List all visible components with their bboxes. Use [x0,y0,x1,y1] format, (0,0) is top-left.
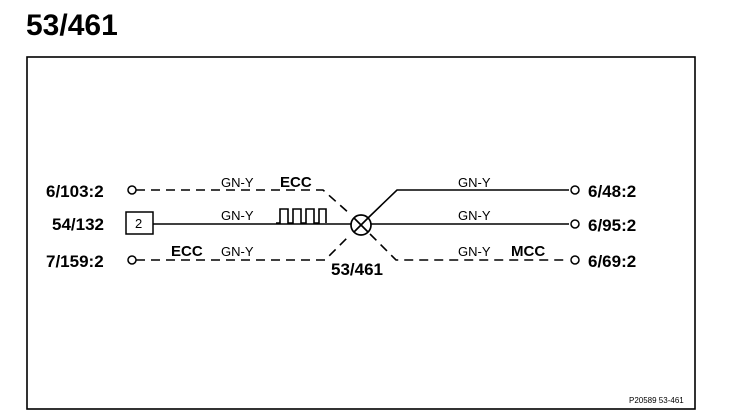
wire-left-3 [136,234,351,261]
open-terminal-icon[interactable] [570,185,580,195]
splice-label: 53/461 [331,260,383,279]
wire-tag-right-3: MCC [511,243,545,260]
connector-label-right-2: 6/95:2 [588,216,636,235]
wire-color-right-1: GN-Y [458,175,491,190]
wire-color-left-2: GN-Y [221,208,254,223]
wire-color-left-1: GN-Y [221,175,254,190]
connector-label-right-1: 6/48:2 [588,182,636,201]
wire-right-3 [369,233,569,261]
component-pin-number: 2 [135,216,142,231]
wire-color-right-2: GN-Y [458,208,491,223]
connector-label-left-3: 7/159:2 [46,252,104,271]
open-terminal-icon[interactable] [570,255,580,265]
wire-right-1 [367,189,569,219]
wire-tag-left-3: ECC [171,243,203,260]
connector-label-right-3: 6/69:2 [588,252,636,271]
component-box[interactable] [125,211,154,235]
page-title: 53/461 [26,9,118,42]
wire-left-1 [136,189,351,215]
wire-color-right-3: GN-Y [458,244,491,259]
connector-label-left-1: 6/103:2 [46,182,104,201]
connector-label-left-2: 54/132 [52,215,104,234]
open-terminal-icon[interactable] [570,219,580,229]
square-wave-icon [276,208,327,224]
figure-reference: P20589 53-461 [629,396,684,405]
splice-junction-icon[interactable] [350,214,372,236]
open-terminal-icon[interactable] [127,255,137,265]
wire-color-left-3: GN-Y [221,244,254,259]
wire-tag-left-1: ECC [280,174,312,191]
open-terminal-icon[interactable] [127,185,137,195]
